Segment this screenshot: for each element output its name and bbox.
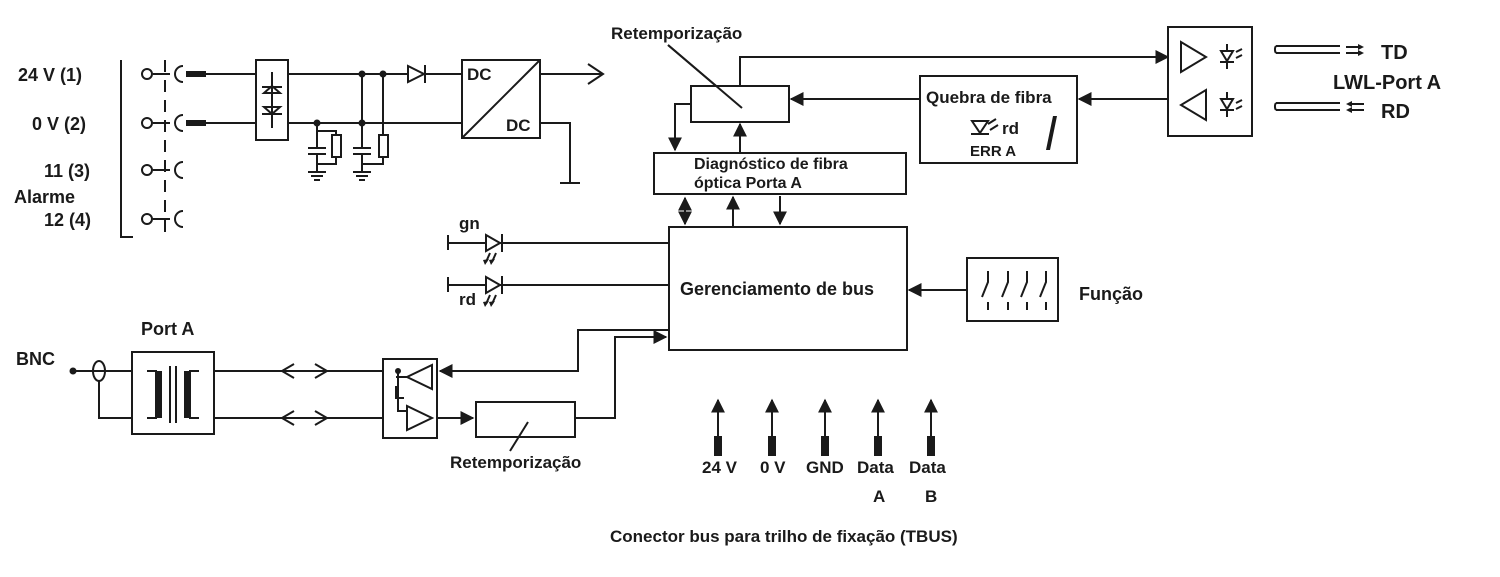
function-switches: Função (907, 257, 1143, 322)
bus-pin-gnd: GND (806, 398, 844, 477)
bus-management-block: Gerenciamento de bus (668, 226, 908, 351)
bnc-port-a: BNC Port A (16, 319, 383, 435)
line-driver (382, 329, 669, 439)
terminal-contacts (141, 65, 184, 228)
led-green-label: gn (459, 214, 480, 233)
bus-pin-data-b-label: Data (909, 458, 946, 477)
err-indicator-icon (1046, 116, 1057, 150)
bus-pin-data-a-sub: A (873, 487, 885, 506)
bus-pin-24v-label: 24 V (702, 458, 738, 477)
fiber-break-block: Quebra de fibra rd ERR A (919, 75, 1168, 164)
dc-dc-converter: DC DC (461, 59, 605, 184)
bus-pin-24v: 24 V (702, 398, 738, 477)
terminal-label-alarm: Alarme (14, 187, 75, 207)
function-label: Função (1079, 284, 1143, 304)
bus-pin-data-a: Data A (857, 398, 894, 506)
lwl-rd-label: RD (1381, 101, 1410, 123)
port-a-label: Port A (141, 319, 194, 339)
fiber-break-err: ERR A (970, 143, 1016, 160)
led-red-label: rd (459, 290, 476, 309)
fiber-break-title: Quebra de fibra (926, 88, 1052, 107)
fiber-break-led: rd (1002, 119, 1019, 138)
retiming-top: Retemporização (611, 24, 1170, 153)
tbus-connector: 24 V 0 V GND Data A Data B Conector bus … (610, 398, 958, 546)
diagnostics-line2: óptica Porta A (694, 175, 802, 192)
retiming-bottom-box (475, 401, 576, 438)
retiming-top-box (690, 85, 790, 123)
isolation-transformer-box (131, 351, 215, 435)
converter-out-label: DC (506, 116, 531, 135)
rx-photodiode-icon (1219, 92, 1243, 117)
power-input-filter (206, 59, 462, 181)
terminal-label-12: 12 (4) (44, 210, 91, 230)
retiming-bottom: Retemporização (450, 330, 668, 472)
lwl-port-label: LWL-Port A (1333, 72, 1441, 94)
retiming-bottom-label: Retemporização (450, 453, 581, 472)
bus-management-label: Gerenciamento de bus (680, 279, 874, 299)
bnc-label: BNC (16, 349, 55, 369)
bus-pin-data-b: Data B (909, 398, 946, 506)
bus-pin-data-a-label: Data (857, 458, 894, 477)
bus-pin-0v: 0 V (760, 398, 786, 477)
terminal-label-24v: 24 V (1) (18, 65, 82, 85)
status-leds: gn rd (447, 214, 669, 309)
terminal-label-0v: 0 V (2) (32, 114, 86, 134)
bus-pin-0v-label: 0 V (760, 458, 786, 477)
converter-in-label: DC (467, 65, 492, 84)
fiber-diagnostics-block: Diagnóstico de fibra óptica Porta A (653, 152, 907, 227)
transformer-icon (147, 366, 199, 423)
bus-pin-data-b-sub: B (925, 487, 937, 506)
led-red-icon (483, 275, 503, 307)
lwl-td-label: TD (1381, 42, 1408, 64)
led-green-icon (483, 233, 503, 265)
terminal-label-11: 11 (3) (44, 161, 90, 181)
retiming-top-label: Retemporização (611, 24, 742, 43)
diagnostics-line1: Diagnóstico de fibra (694, 156, 848, 173)
tx-led-icon (1219, 44, 1243, 69)
bus-pin-gnd-label: GND (806, 458, 844, 477)
led-icon (970, 118, 999, 135)
fiber-transceiver: TD LWL-Port A RD (1167, 26, 1441, 137)
tbus-caption: Conector bus para trilho de fixação (TBU… (610, 527, 958, 546)
terminal-block: 24 V (1) 0 V (2) 11 (3) Alarme 12 (4) (14, 60, 206, 238)
